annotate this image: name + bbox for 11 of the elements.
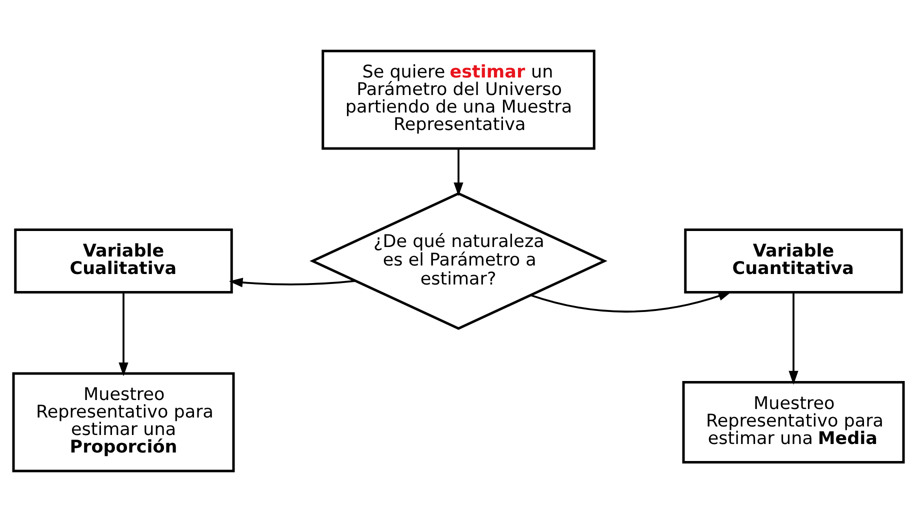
arrow: [788, 292, 798, 385]
node-box: Muestreo Representativo para estimar una Proporción: [12, 372, 235, 472]
arrow: [118, 292, 128, 376]
node-box: Variable Cuantitativa: [684, 228, 903, 294]
node-diamond: ¿De qué naturaleza es el Parámetro a estimar?: [310, 192, 608, 330]
node-box: Se quiere estimar un Parámetro del Universo partiendo de una Muestra Representativa: [322, 50, 596, 150]
node-box: Muestreo Representativo para estimar una Media: [682, 381, 905, 464]
arrow: [228, 278, 356, 288]
node-box: Variable Cualitativa: [14, 228, 233, 294]
arrow: [530, 291, 732, 313]
arrow: [454, 148, 464, 196]
